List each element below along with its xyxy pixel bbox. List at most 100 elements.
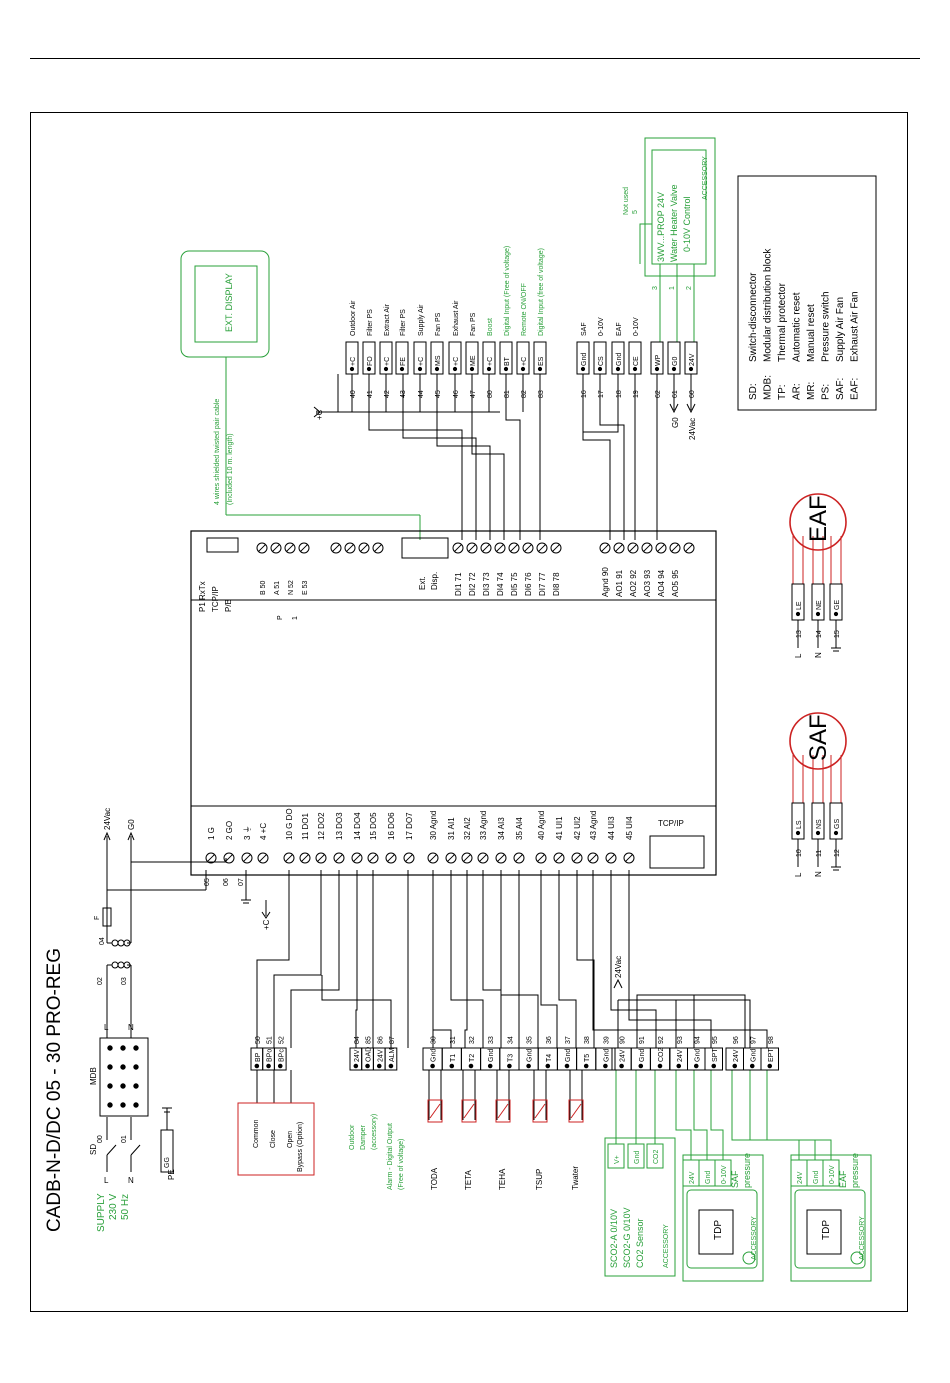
fuse xyxy=(102,907,112,927)
input-term-label: MS xyxy=(435,355,442,366)
saf-tdp-pin-label: 24V xyxy=(689,1171,696,1184)
valve-accessory xyxy=(644,137,716,277)
wire xyxy=(463,854,471,862)
terminal-number: 95 xyxy=(712,1036,719,1044)
terminal-label: Gnd xyxy=(603,1049,610,1062)
left-term-label: 14 DO4 xyxy=(353,812,362,840)
saf-terminal-number: 11 xyxy=(816,850,823,857)
screw-terminal xyxy=(367,852,379,864)
wire xyxy=(675,1070,692,1160)
terminal-dot xyxy=(503,366,509,372)
terminal-label: Gnd xyxy=(431,1049,438,1062)
co2-pin-label: V+ xyxy=(614,1155,621,1164)
wire xyxy=(353,854,361,862)
terminal-label: T5 xyxy=(584,1054,591,1062)
left-term-label: 31 AI1 xyxy=(447,817,456,840)
wire xyxy=(538,544,546,552)
wire xyxy=(482,544,490,552)
eaf-terminal xyxy=(811,583,825,621)
input-term-label: +C xyxy=(487,357,494,366)
screw-terminal xyxy=(385,852,397,864)
wire xyxy=(429,854,437,862)
ctrl-tcpip: TCP/IP xyxy=(211,586,220,612)
input-terminal xyxy=(593,341,607,375)
sensor-resistor xyxy=(427,1099,443,1123)
terminal-dot xyxy=(833,611,839,617)
input-terminal xyxy=(667,341,681,375)
input-terminal xyxy=(465,341,479,375)
pe-label: PE xyxy=(167,1169,176,1180)
input-term-number: 61 xyxy=(672,390,679,398)
terminal-dot xyxy=(711,1063,717,1069)
wire xyxy=(450,870,484,1048)
legend-text: Switch-disconnector xyxy=(748,272,759,362)
terminal-label: Gnd xyxy=(694,1049,701,1062)
input-label: 0-10V xyxy=(598,317,605,336)
terminal-dot xyxy=(366,366,372,372)
screw-terminal xyxy=(669,542,681,554)
saf-terminal xyxy=(811,802,825,840)
wire xyxy=(628,870,712,1048)
wire xyxy=(629,544,637,552)
input-label: Digital Input (Free of voltage) xyxy=(504,246,511,336)
wire xyxy=(686,403,696,414)
wire xyxy=(610,870,657,1048)
damper-label: Damper xyxy=(360,1124,367,1150)
screw-terminal xyxy=(452,542,464,554)
bypass-label: Common xyxy=(253,1119,260,1148)
screw-terminal xyxy=(351,852,363,864)
saf-tdp-accessory xyxy=(682,1154,764,1282)
screw-terminal xyxy=(494,542,506,554)
supply-num-06: 06 xyxy=(223,878,230,886)
wire xyxy=(643,544,651,552)
terminal-dot xyxy=(353,1063,359,1069)
screw-terminal xyxy=(553,852,565,864)
mdb-dot xyxy=(107,1064,113,1070)
screw-terminal xyxy=(461,852,473,864)
n-label: N xyxy=(128,1176,134,1185)
sensor-name: TEHA xyxy=(498,1168,507,1190)
mdb-label: MDB xyxy=(89,1067,98,1085)
mdb-dot xyxy=(120,1102,126,1108)
input-label: 0-10V xyxy=(633,317,640,336)
saf-tdp-tdp xyxy=(686,1189,758,1269)
co2-accessory xyxy=(604,1137,676,1277)
wire xyxy=(313,406,321,418)
input-term-label: CS xyxy=(598,356,605,366)
input-terminal xyxy=(650,341,664,375)
terminal-dot xyxy=(615,366,621,372)
screw-terminal xyxy=(571,852,583,864)
input-terminal xyxy=(430,341,444,375)
screw-terminal xyxy=(403,852,415,864)
wire xyxy=(258,544,266,552)
input-terminal xyxy=(448,341,462,375)
plus-c-label: +C xyxy=(315,409,324,420)
terminal-label: Gnd xyxy=(639,1049,646,1062)
bus-term-label: E 53 xyxy=(302,580,309,595)
screw-terminal xyxy=(613,542,625,554)
saf-line-n: N xyxy=(814,871,823,877)
eaf-tdp-tdp-screen xyxy=(806,1209,842,1255)
wire xyxy=(286,544,294,552)
wire xyxy=(537,854,545,862)
wire xyxy=(693,1070,708,1160)
terminal-number: 86 xyxy=(377,1036,384,1044)
wire xyxy=(405,854,413,862)
legend-abbr: SD: xyxy=(748,383,759,400)
co2-pin xyxy=(646,1143,664,1169)
left-term-label: 43 Agnd xyxy=(589,811,598,840)
eaf-tdp-accessory xyxy=(790,1154,872,1282)
co2-accessory-label: ACCESSORY xyxy=(663,1224,670,1268)
left-term-label: 16 DO6 xyxy=(387,812,396,840)
input-label: Filter PS xyxy=(400,309,407,336)
ctrl-pb: P/B xyxy=(224,599,233,612)
saf-line-l: L xyxy=(794,872,803,877)
input-term-label: BT xyxy=(504,356,511,366)
input-term-label: WP xyxy=(655,354,662,366)
terminal-label: 24V xyxy=(677,1049,684,1062)
co2-line2: SCO2-G 0/10V xyxy=(622,1207,632,1268)
wire xyxy=(592,870,768,1048)
terminal-label: 24V xyxy=(733,1049,740,1062)
terminal-number: 92 xyxy=(658,1036,665,1044)
input-term-label: +C xyxy=(384,357,391,366)
